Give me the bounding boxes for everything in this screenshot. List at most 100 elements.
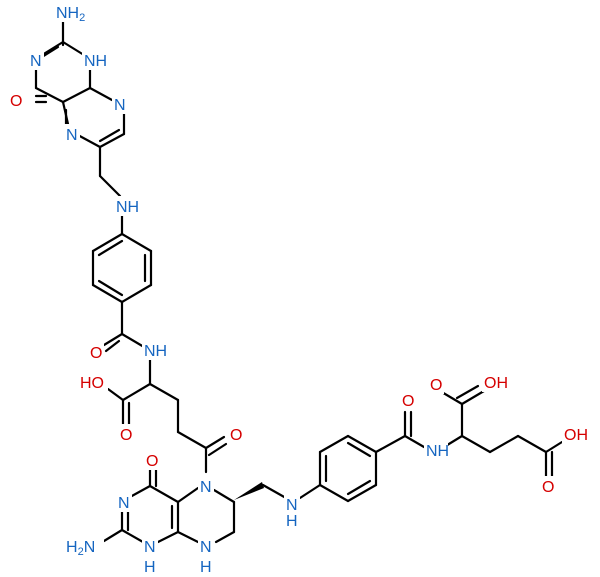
bond [120,528,145,544]
atom-oh-acid-right-top: OH [484,375,508,392]
atom-o-acid-right-end: O [542,479,554,496]
bond [102,332,124,347]
atom-oh-acid-mid: HO [80,375,104,392]
bond [91,232,124,253]
o-amide-mid-label: O [88,342,104,362]
n-top-ring-left-label: N [64,124,80,144]
bond [106,387,125,402]
atom-n5-bottom: N [200,479,212,496]
atom-o-amide-right: O [402,393,414,410]
atom-h-bottom-nh1: H [144,559,156,576]
bond [40,45,60,59]
bond [214,530,236,544]
nh-bottom-1-label: N H [142,536,158,576]
atom-n-bottom-left: N [118,495,130,512]
bond [318,434,350,454]
oh-acid-right-end-label: OH [562,424,592,444]
o-bottom-label: O [144,450,160,470]
o-acid-mid-label: O [118,424,134,444]
atom-nh-amide-mid: NH [144,343,167,360]
atom-labels: NH2 N NH O N N NH O [8,2,592,576]
nh-amide-right-label: NH [424,440,449,478]
bond [61,86,92,104]
bond [516,434,548,454]
bond [346,483,378,503]
n-top-ring-right-label: N [112,94,128,114]
bond [460,434,492,454]
n5-bottom-label: N [198,476,214,496]
oh-acid-mid-label: HO [78,372,108,392]
bond [120,283,153,304]
nh2-top-label: NH2 [54,2,86,24]
bond [176,430,208,450]
nh-top-right-label: NH [82,50,110,70]
atom-n-linker-bottom: N [286,497,298,514]
bond [346,434,378,454]
bond [207,442,228,457]
bond [98,174,122,198]
bond [98,132,126,149]
bond [460,389,486,406]
bond [128,484,152,499]
bond [34,86,65,104]
o-acid-right-end-label: O [540,476,556,496]
nh-bottom-2-label: N H [198,536,214,576]
bond [121,382,152,402]
bond [346,479,372,496]
bond [98,128,121,143]
atom-h-linker-bottom: H [286,513,298,530]
bond [544,440,564,454]
atom-n-bottom-nh1: N [144,539,156,556]
bond [176,486,200,504]
n-bottom-left-label: N [116,492,132,512]
bond [455,384,480,400]
atom-o-acid-right-top: O [430,377,442,394]
wedge-bond [234,482,264,500]
atom-oh-acid-right-end: OH [564,427,588,444]
bond [88,86,114,102]
bond [346,441,372,458]
atom-o-ketone: O [230,427,242,444]
atom-nh2-bottom: H2N [66,539,95,558]
bond [148,382,180,402]
bond [374,434,407,454]
atom-nh-linker-top: NH [116,199,139,216]
bond [318,483,350,503]
bond [104,339,121,353]
atom-n-top-ring-right: N [114,97,126,114]
nh-amide-mid-label: NH [142,340,170,360]
atom-n-bottom-nh2: N [200,539,212,556]
bond [97,279,124,297]
atom-n-top-left: N [30,53,42,70]
bond [298,483,322,500]
o-top-label: O [8,90,24,110]
bond [97,239,124,257]
atom-o-amide-mid: O [90,345,102,362]
o-ketone-label: O [228,424,244,444]
o-acid-right-top-label: O [428,374,444,394]
bond [102,528,124,543]
bond [148,484,180,504]
atom-o-bottom: O [146,453,158,470]
atom-h-bottom-nh2: H [200,559,212,576]
atom-nh2-top: NH2 [56,5,85,24]
nh2-bottom-label: H2N [64,536,104,558]
bond [212,488,236,504]
o-amide-right-label: O [400,390,416,410]
bond [488,434,520,454]
nh-linker-top-label: NH [114,196,142,216]
n-top-left-label: N [28,50,44,70]
bond [91,283,124,304]
bond [204,435,226,450]
bond [61,40,86,57]
bond [156,530,180,544]
atom-nh-top-right: NH [84,53,107,70]
bond [176,530,200,544]
nh-linker-bottom-label: N H [284,494,300,532]
bond [120,332,146,349]
atom-n-top-ring-left: N [66,127,78,144]
bond [40,40,65,57]
oh-acid-right-top-label: OH [482,372,512,392]
